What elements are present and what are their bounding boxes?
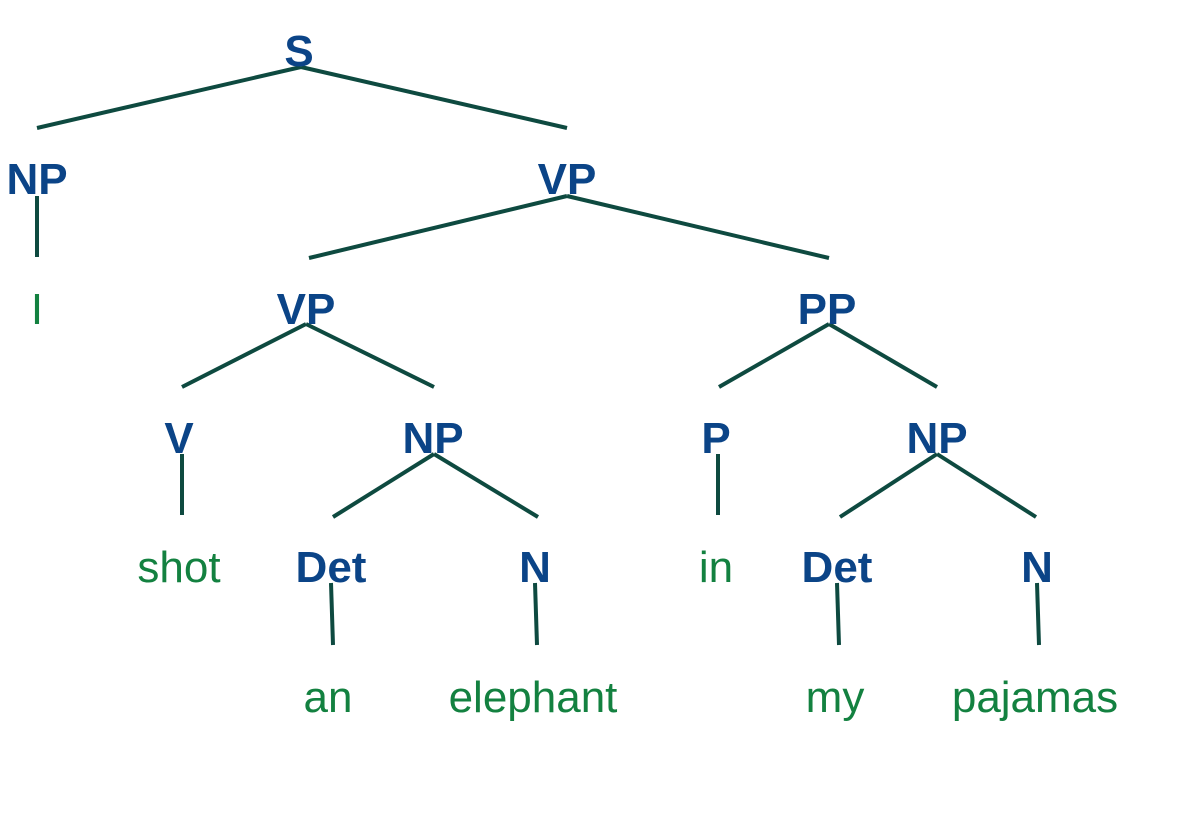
category-node-np2: NP	[402, 414, 463, 463]
edge-np2-to-det1	[331, 452, 436, 519]
word-node-w-in: in	[699, 543, 733, 592]
word-node-w-my: my	[806, 673, 865, 722]
tree-edges	[35, 65, 1041, 646]
category-node-n1: N	[519, 543, 551, 592]
category-node-s: S	[284, 27, 313, 76]
word-node-w-shot: shot	[137, 543, 220, 592]
category-node-det1: Det	[296, 543, 367, 592]
edge-det2-to-w-my	[835, 582, 841, 646]
category-node-vp1: VP	[538, 155, 597, 204]
edge-s-to-np1	[36, 65, 302, 130]
word-node-w-pajamas: pajamas	[952, 673, 1118, 722]
edge-vp1-to-vp2	[308, 194, 568, 260]
category-node-p: P	[701, 414, 730, 463]
word-node-w-an: an	[304, 673, 353, 722]
edge-np2-to-n1	[432, 452, 540, 519]
category-node-np1: NP	[6, 155, 67, 204]
category-node-vp2: VP	[277, 285, 336, 334]
edge-vp2-to-v	[181, 322, 307, 389]
category-node-np3: NP	[906, 414, 967, 463]
category-node-n2: N	[1021, 543, 1053, 592]
edge-n1-to-w-elephant	[533, 582, 539, 646]
edge-pp-to-p	[718, 322, 830, 389]
edge-s-to-vp1	[300, 65, 568, 130]
edge-np3-to-n2	[935, 452, 1038, 519]
category-node-pp: PP	[798, 285, 857, 334]
edge-pp-to-np3	[827, 322, 939, 389]
edge-n2-to-w-pajamas	[1035, 582, 1041, 646]
edge-np3-to-det2	[838, 452, 939, 519]
edge-det1-to-w-an	[329, 582, 335, 646]
category-node-det2: Det	[802, 543, 873, 592]
edge-vp1-to-pp	[566, 194, 830, 260]
word-node-w-i: I	[31, 285, 43, 334]
word-node-w-elephant: elephant	[449, 673, 618, 722]
category-node-v: V	[164, 414, 194, 463]
edge-vp2-to-np2	[305, 322, 435, 389]
